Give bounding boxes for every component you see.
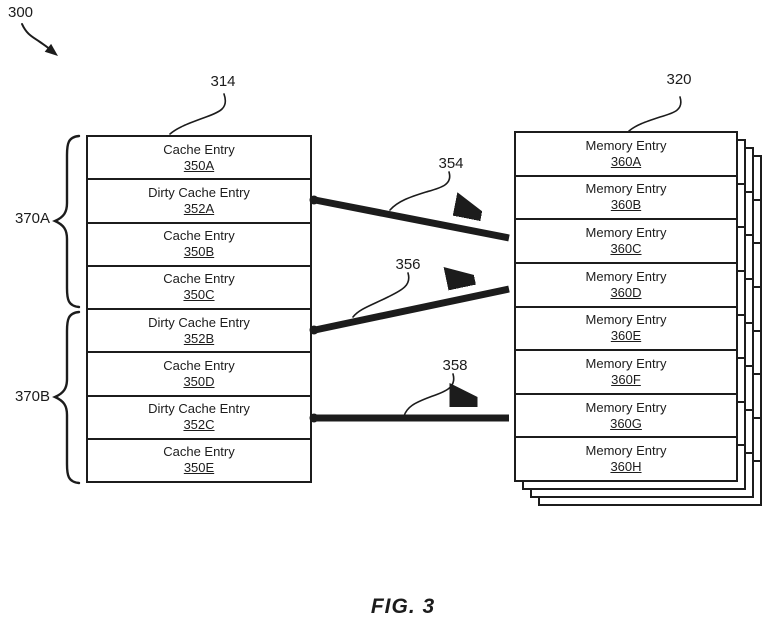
memory-row: Memory Entry 360A [516,133,736,177]
arrow-356-ref: 356 [395,256,421,273]
cache-row-label: Cache Entry [163,444,235,460]
arrow-354-ref: 354 [438,155,464,172]
memory-row-ref: 360E [610,328,642,344]
memory-row-ref: 360F [611,371,641,387]
memory-row-ref: 360D [610,284,642,300]
cache-row-ref: 352B [183,330,215,346]
memory-row: Memory Entry 360D [516,264,736,308]
memory-row: Memory Entry 360H [516,438,736,480]
memory-row-ref: 360A [610,153,642,169]
cache-row-label: Cache Entry [163,271,235,287]
cache-row: Cache Entry 350B [88,224,310,267]
memory-row-ref: 360G [610,415,642,431]
figure-number-pointer [21,23,51,51]
cache-row-ref: 350A [183,157,215,173]
memory-row-label: Memory Entry [585,225,667,241]
cache-row-label: Cache Entry [163,141,235,157]
cache-row-ref: 350B [183,244,215,260]
arrow-358-ref: 358 [442,357,468,374]
cache-row-label: Cache Entry [163,228,235,244]
brace-370B [52,310,81,485]
cache-row: Cache Entry 350C [88,267,310,310]
brace-370A [52,134,81,309]
memory-row-label: Memory Entry [585,355,667,371]
group-370A-ref: 370A [14,210,50,227]
figure-number: 300 [8,4,34,21]
memory-row: Memory Entry 360C [516,220,736,264]
cache-row-label: Dirty Cache Entry [148,401,250,417]
memory-row-ref: 360B [610,197,642,213]
leader-356 [352,272,410,318]
cache-row: Dirty Cache Entry 352A [88,180,310,224]
cache-row-ref: 352A [183,200,215,216]
memory-row: Memory Entry 360G [516,395,736,439]
cache-row-ref: 350D [183,373,215,389]
cache-table: Cache Entry 350A Dirty Cache Entry 352A … [86,135,312,483]
cache-row: Cache Entry 350D [88,353,310,397]
cache-row-label: Cache Entry [163,357,235,373]
memory-row-label: Memory Entry [585,399,667,415]
leader-354 [389,171,451,211]
memory-row-ref: 360H [610,459,642,475]
memory-row: Memory Entry 360E [516,308,736,352]
cache-row-ref: 352C [183,417,215,433]
memory-row: Memory Entry 360B [516,177,736,221]
cache-row: Cache Entry 350E [88,440,310,481]
cache-row: Cache Entry 350A [88,137,310,181]
cache-row: Dirty Cache Entry 352B [88,310,310,354]
cache-table-ref: 314 [210,73,236,90]
arrow-356 [314,289,510,334]
cache-row-label: Dirty Cache Entry [148,184,250,200]
cache-row-label: Dirty Cache Entry [148,314,250,330]
figure-caption: FIG. 3 [370,595,436,618]
memory-row-label: Memory Entry [585,137,667,153]
memory-row-label: Memory Entry [585,181,667,197]
memory-row-label: Memory Entry [585,268,667,284]
leader-358 [403,373,455,417]
memory-row-ref: 360C [610,241,642,257]
memory-table-ref: 320 [666,71,692,88]
leader-314 [169,93,227,135]
cache-row-ref: 350E [183,460,215,476]
memory-row: Memory Entry 360F [516,351,736,395]
cache-row-ref: 350C [183,287,215,303]
leader-320 [628,96,682,132]
figure-number-arrowhead-icon [44,43,58,56]
cache-row: Dirty Cache Entry 352C [88,397,310,440]
arrow-354 [314,200,510,242]
group-370B-ref: 370B [14,388,50,405]
memory-row-label: Memory Entry [585,443,667,459]
memory-table: Memory Entry 360A Memory Entry 360B Memo… [514,131,738,482]
memory-row-label: Memory Entry [585,312,667,328]
